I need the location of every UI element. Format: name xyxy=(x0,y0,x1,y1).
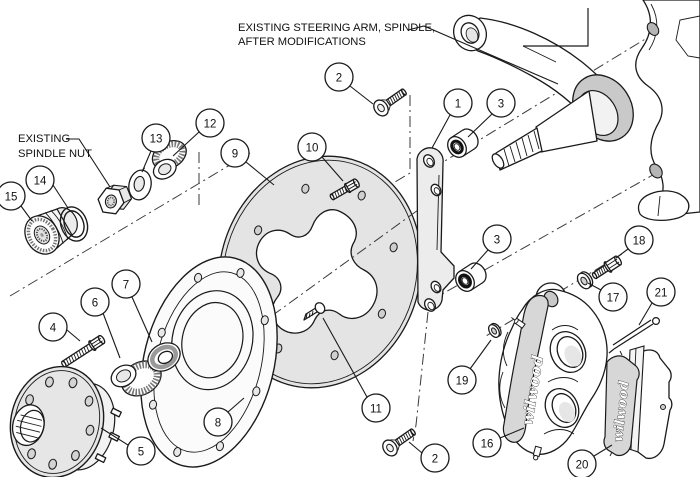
brake-pads-drawing: wilwood xyxy=(603,345,673,460)
steering-knuckle-drawing xyxy=(452,0,700,221)
caliper-bolt-drawing xyxy=(591,255,623,280)
callout-6: 6 xyxy=(80,287,121,359)
dust-cap-drawing xyxy=(24,207,78,255)
knuckle-hole-upper xyxy=(646,22,660,36)
mounting-bracket-drawing xyxy=(416,147,455,312)
svg-text:17: 17 xyxy=(607,292,620,304)
bearing-race-drawing xyxy=(147,342,181,372)
callout-15: 15 xyxy=(0,181,33,222)
caliper-bottom-fitting xyxy=(532,445,543,461)
caliper-drawing: wilwood xyxy=(498,282,608,461)
svg-text:6: 6 xyxy=(92,297,98,309)
knuckle-hole-lower xyxy=(649,163,663,179)
callout-21: 21 xyxy=(638,277,676,326)
svg-text:11: 11 xyxy=(370,403,382,415)
callout-9: 9 xyxy=(220,138,275,186)
countersunk-bolt-bottom-drawing xyxy=(382,428,416,457)
callout-8: 8 xyxy=(203,397,245,437)
svg-text:2: 2 xyxy=(336,72,342,84)
svg-text:20: 20 xyxy=(576,459,589,471)
svg-text:4: 4 xyxy=(50,322,57,334)
callout-2: 2 xyxy=(408,441,450,473)
svg-text:3: 3 xyxy=(498,98,504,110)
svg-text:13: 13 xyxy=(150,133,163,145)
annotation-leaders xyxy=(66,25,559,188)
spindle-nut-label-line2: SPINDLE NUT xyxy=(18,148,92,160)
rotor-center-cutout xyxy=(255,209,378,334)
spindle-threads xyxy=(503,130,540,167)
callout-20: 20 xyxy=(567,444,613,477)
rotor-bolt-drawing xyxy=(329,178,360,201)
callout-18: 18 xyxy=(615,225,654,259)
spacer-top-drawing xyxy=(447,128,479,158)
callout-11: 11 xyxy=(322,317,391,423)
spindle-nut-label-line1: EXISTING xyxy=(18,133,70,145)
svg-text:12: 12 xyxy=(204,118,217,130)
hat-adapter-drawing xyxy=(140,256,278,468)
steering-arm-label-line1: EXISTING STEERING ARM, SPINDLE, xyxy=(238,22,435,34)
svg-text:9: 9 xyxy=(232,148,238,160)
callout-14: 14 xyxy=(25,165,69,209)
steering-arm-label-line2: AFTER MODIFICATIONS xyxy=(238,36,366,48)
svg-text:19: 19 xyxy=(456,375,469,387)
spindle-nut-drawing xyxy=(97,184,133,215)
svg-text:2: 2 xyxy=(432,453,438,465)
countersunk-bolt-top-drawing xyxy=(373,88,407,117)
pad-logo-text: wilwood xyxy=(611,380,632,443)
svg-text:10: 10 xyxy=(306,142,319,154)
callout-7: 7 xyxy=(111,269,153,343)
caliper-face-panel xyxy=(502,294,549,443)
callout-13: 13 xyxy=(141,123,171,173)
inner-bearing-drawing xyxy=(110,360,162,397)
outboard-pad xyxy=(603,355,640,457)
callout-16: 16 xyxy=(472,427,525,458)
svg-text:7: 7 xyxy=(123,279,129,291)
svg-text:5: 5 xyxy=(138,446,144,458)
knuckle-lower-boss xyxy=(637,190,690,221)
annotation-steering-arm: EXISTING STEERING ARM, SPINDLE, AFTER MO… xyxy=(238,22,435,48)
callout-2: 2 xyxy=(324,62,374,105)
callout-10: 10 xyxy=(297,132,344,182)
annotation-spindle-nut: EXISTING SPINDLE NUT xyxy=(18,133,92,160)
washer-19-drawing xyxy=(487,322,502,339)
callout-1: 1 xyxy=(431,88,473,149)
hub-drawing xyxy=(9,365,122,477)
callout-5: 5 xyxy=(100,427,156,466)
rotor-stud xyxy=(303,302,326,321)
callout-4: 4 xyxy=(38,312,81,342)
cotter-pin-drawing xyxy=(608,317,660,354)
bleed-screw xyxy=(511,317,526,329)
svg-text:3: 3 xyxy=(494,234,500,246)
svg-text:15: 15 xyxy=(5,191,18,203)
svg-text:18: 18 xyxy=(633,235,646,247)
hub-bolt-drawing xyxy=(61,334,106,368)
callout-3: 3 xyxy=(470,224,512,270)
svg-text:14: 14 xyxy=(34,175,47,187)
callout-19: 19 xyxy=(447,339,492,395)
callout-17: 17 xyxy=(587,282,628,312)
callout-12: 12 xyxy=(172,108,225,157)
hat-holes xyxy=(148,268,269,457)
bracket-holes xyxy=(422,154,442,312)
spacer-bottom-drawing xyxy=(455,262,487,292)
svg-text:8: 8 xyxy=(215,417,221,429)
callout-3: 3 xyxy=(467,88,516,138)
svg-text:16: 16 xyxy=(481,438,494,450)
hub-stud-holes xyxy=(17,376,95,470)
svg-text:21: 21 xyxy=(655,287,668,299)
svg-text:1: 1 xyxy=(455,98,461,110)
washer-17-drawing xyxy=(576,271,594,290)
